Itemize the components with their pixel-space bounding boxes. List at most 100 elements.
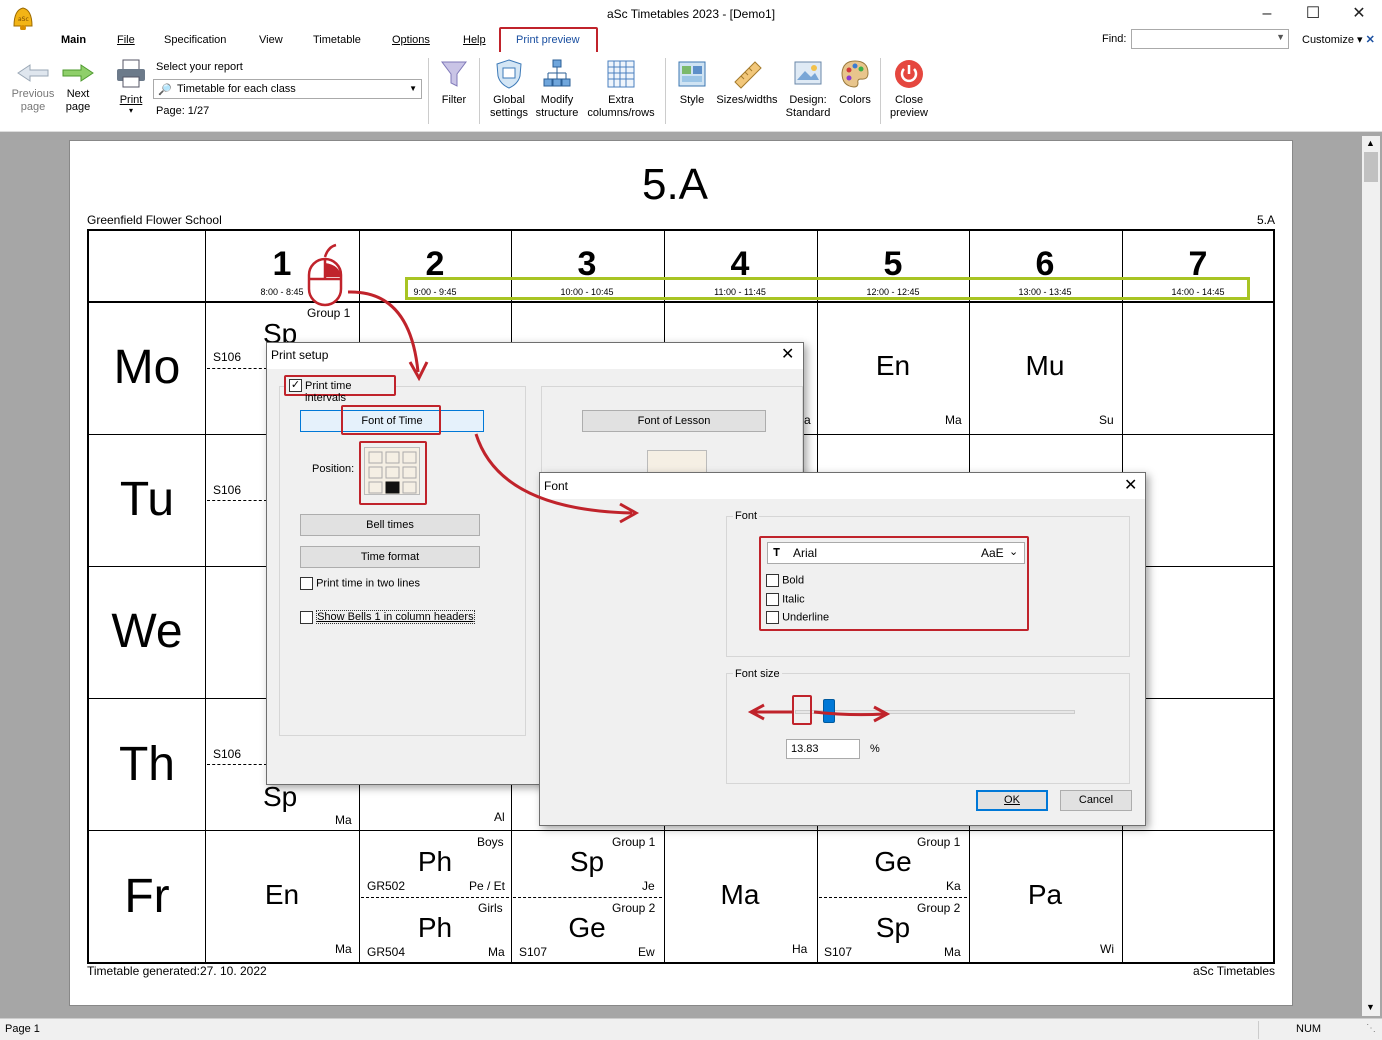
print-time-intervals-checkbox[interactable]: ✓ Print time intervals [284,375,396,404]
menu-file[interactable]: File [117,34,135,46]
font-of-lesson-button[interactable]: Font of Lesson [582,410,766,432]
checkbox-icon[interactable] [766,593,779,606]
lesson-subject: Mu [1025,350,1065,381]
two-lines-label: Print time in two lines [316,577,420,590]
minimize-button[interactable]: – [1262,5,1272,22]
customize-button[interactable]: Customize ▾ ✕ [1302,34,1375,46]
next-page-label: Next page [65,88,91,113]
arrow-left-icon [17,64,49,82]
lesson-teacher: Ha [792,942,808,956]
lesson-teacher: Ma [335,813,352,827]
checkbox-icon[interactable] [766,574,779,587]
checkbox-icon[interactable] [300,577,313,590]
scroll-down-icon[interactable]: ▼ [1366,1002,1375,1012]
lesson-teacher: Ma [945,413,962,427]
group-divider [819,897,967,898]
slider-thumb[interactable] [823,699,835,723]
sizes-widths-label: Sizes/widths [716,94,778,106]
scrollbar-thumb[interactable] [1364,152,1378,182]
sizes-widths-button[interactable]: Sizes/widths [712,58,782,107]
tab-print-preview[interactable]: Print preview [499,27,598,54]
lesson-group: Group 2 [917,901,961,915]
period-time: 10:00 - 10:45 [560,287,614,297]
design-label: Design: Standard [785,94,831,119]
time-format-button[interactable]: Time format [300,546,480,568]
close-preview-button[interactable]: Close preview [886,58,932,120]
font-size-input[interactable]: 13.83 [786,739,860,759]
maximize-button[interactable]: ☐ [1305,5,1321,22]
lesson-teacher: Ma [944,945,961,959]
position-label: Position: [312,463,355,475]
print-button[interactable]: Print ▾ [114,58,148,115]
period-number: 2 [425,245,445,283]
separator [428,58,429,124]
grid-line [87,830,1275,831]
style-button[interactable]: Style [674,58,710,107]
font-name-select[interactable]: 𝐓 Arial AaE ⌄ [767,542,1025,564]
lesson-teacher: Ka [946,879,961,893]
bold-checkbox[interactable]: Bold [766,574,804,587]
bell-times-button[interactable]: Bell times [300,514,480,536]
period-number: 3 [577,245,597,283]
ruler-icon [734,61,762,89]
lesson-group: Group 2 [612,901,656,915]
menu-timetable[interactable]: Timetable [313,34,361,46]
power-icon [895,60,923,88]
status-page: Page 1 [5,1023,40,1035]
lesson-subject: Ph [417,846,453,877]
scroll-up-icon[interactable]: ▲ [1366,138,1375,148]
time-intervals-highlight [405,277,1250,300]
lesson-group: Group 1 [917,835,961,849]
close-icon[interactable]: ✕ [781,346,795,363]
group-divider [207,368,267,369]
previous-page-button[interactable]: Previous page [6,62,60,114]
mouse-icon [307,243,343,307]
filter-button[interactable]: Filter [436,58,472,107]
ok-button[interactable]: OK [976,790,1048,811]
colors-button[interactable]: Colors [836,58,874,107]
lesson-subject: Pa [1027,879,1063,910]
dialog-title: Print setup [271,348,329,362]
position-grid-icon [368,451,417,494]
time-settings-group [279,386,526,736]
checkbox-icon[interactable] [766,611,779,624]
show-bells-checkbox[interactable]: Show Bells 1 in column headers [300,610,475,625]
font-size-slider[interactable] [795,699,1075,723]
checkbox-checked-icon[interactable]: ✓ [289,379,302,392]
menu-help[interactable]: Help [463,34,486,46]
status-num: NUM [1296,1023,1322,1035]
global-settings-button[interactable]: Global settings [486,58,532,120]
close-icon[interactable]: ✕ [1124,477,1138,494]
modify-structure-button[interactable]: Modify structure [533,58,581,120]
menu-main[interactable]: Main [61,34,87,46]
next-page-button[interactable]: Next page [58,62,98,114]
underline-checkbox[interactable]: Underline [766,611,829,624]
report-select[interactable]: 🔎 Timetable for each class ▼ [153,79,422,99]
day-label: Mo [113,341,181,394]
find-dropdown-icon[interactable]: ▼ [1276,32,1285,42]
chevron-down-icon[interactable]: ▼ [409,84,417,93]
font-of-time-highlight [341,405,441,435]
two-lines-checkbox[interactable]: Print time in two lines [300,577,420,590]
chevron-down-icon[interactable]: ⌄ [1009,546,1019,558]
design-button[interactable]: Design: Standard [784,58,832,120]
vertical-scrollbar[interactable]: ▲ ▼ [1362,136,1380,1016]
lesson-subject: En [264,879,300,910]
period-number: 6 [1035,245,1055,283]
find-label: Find: [1102,33,1127,45]
find-input[interactable]: ▼ [1131,29,1289,49]
dialog-titlebar [540,473,1145,499]
extra-columns-button[interactable]: Extra columns/rows [584,58,658,120]
lesson-group: Group 1 [307,306,351,320]
menu-view[interactable]: View [259,34,283,46]
menu-options[interactable]: Options [392,34,430,46]
italic-checkbox[interactable]: Italic [766,593,805,606]
font-of-time-button[interactable]: Font of Time [300,410,484,432]
position-grid[interactable] [364,447,420,495]
cancel-button[interactable]: Cancel [1060,790,1132,811]
checkbox-icon[interactable] [300,611,313,624]
report-select-value: Timetable for each class [177,83,296,95]
menu-specification[interactable]: Specification [164,34,227,46]
resize-grip-icon[interactable]: ⋱ [1366,1023,1376,1034]
close-window-button[interactable]: ✕ [1352,5,1366,22]
